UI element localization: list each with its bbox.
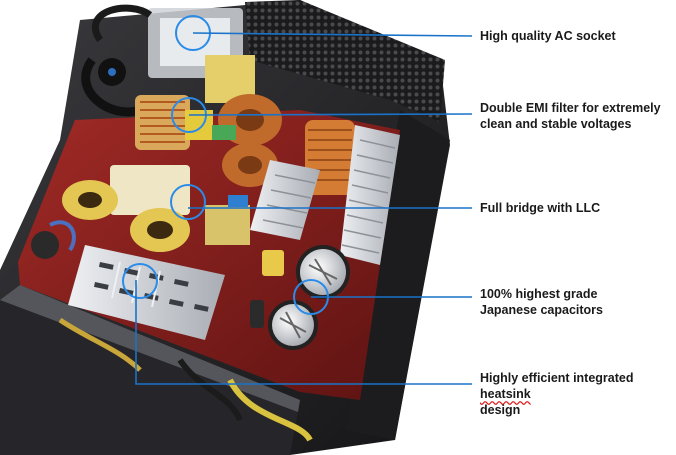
callout-line: High quality AC socket (480, 29, 616, 43)
output-cables (58, 317, 313, 442)
callout-heatsink: Highly efficient integrated heatsink des… (480, 370, 634, 418)
full-bridge-component (31, 165, 250, 259)
vented-grille (245, 0, 445, 122)
callout-line: clean and stable voltages (480, 117, 632, 131)
heatsink-ring (122, 263, 158, 299)
callout-line: Double EMI filter for extremely (480, 101, 661, 115)
callout-emi-filter: Double EMI filter for extremely clean an… (480, 100, 661, 132)
full-bridge-ring (170, 184, 206, 220)
ac-socket-leader (192, 32, 473, 37)
secondary-heatsink (250, 125, 400, 265)
callout-line: Japanese capacitors (480, 303, 603, 317)
emi-filter-leader (188, 113, 473, 116)
ac-socket-component (81, 4, 255, 117)
callout-line: Highly efficient integrated (480, 371, 634, 385)
heatsink-leader (135, 280, 472, 385)
callout-line: 100% highest grade (480, 287, 598, 301)
callout-capacitors: 100% highest grade Japanese capacitors (480, 286, 603, 318)
callout-line: Full bridge with LLC (480, 201, 601, 215)
leader-lines (135, 32, 473, 385)
spellcheck-word: heatsink (480, 387, 531, 401)
callout-ac-socket: High quality AC socket (480, 28, 616, 44)
callout-line: heatsink design (480, 386, 634, 418)
callout-full-bridge: Full bridge with LLC (480, 200, 600, 216)
